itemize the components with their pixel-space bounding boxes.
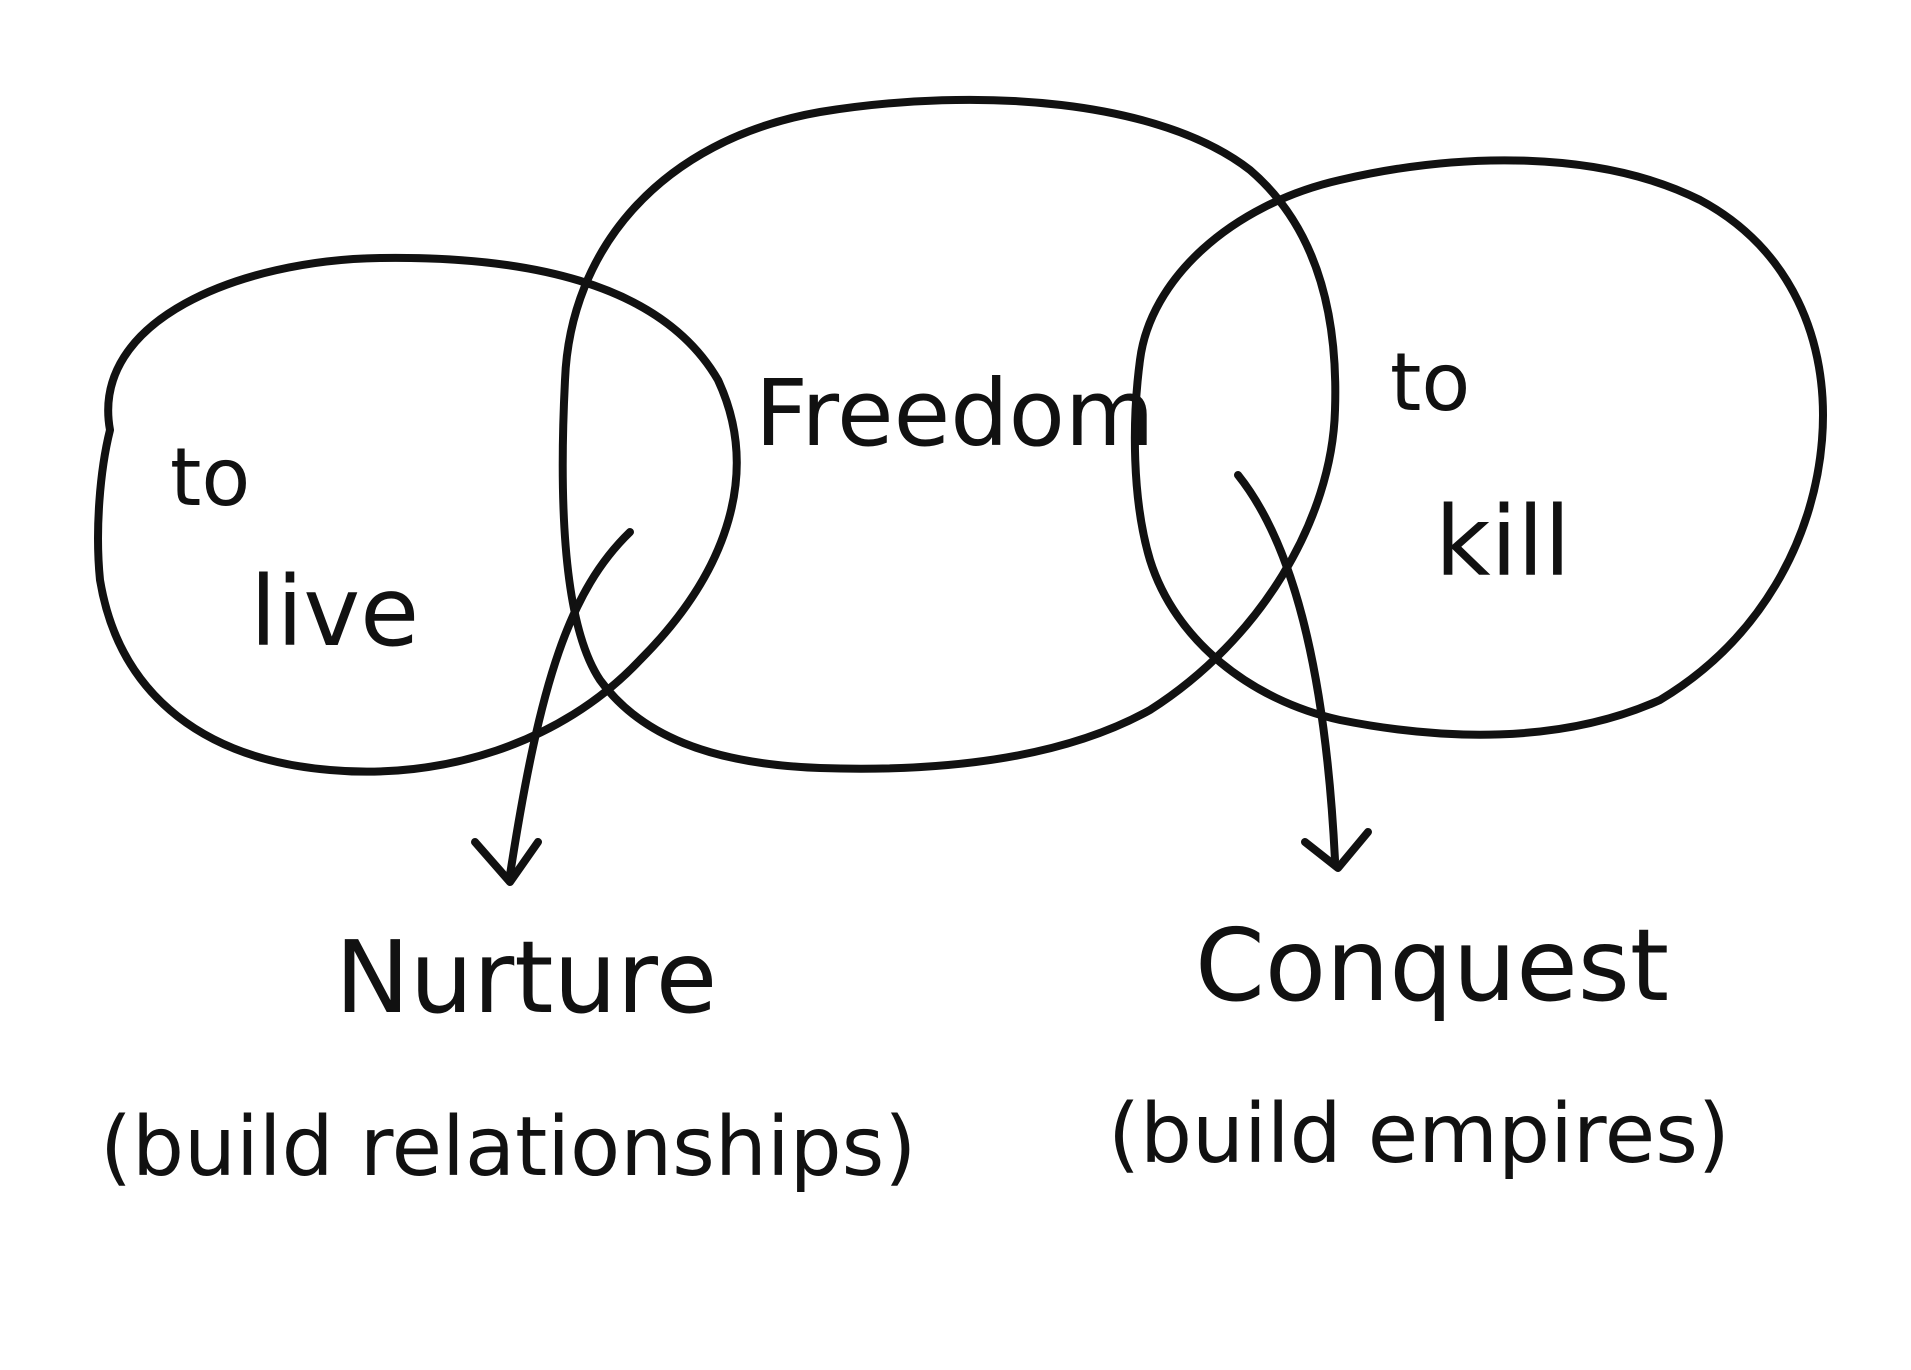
label-nurture: Nurture bbox=[335, 919, 717, 1036]
arrow-to-nurture bbox=[506, 528, 634, 879]
label-conquest: Conquest bbox=[1195, 907, 1669, 1024]
circle-to-live bbox=[94, 253, 741, 776]
arrow-to-conquest bbox=[1234, 471, 1339, 864]
label-freedom: Freedom bbox=[755, 360, 1155, 467]
circle-freedom bbox=[558, 95, 1340, 773]
label-to-kill: kill bbox=[1435, 486, 1571, 598]
label-to-live-prefix: to bbox=[170, 431, 250, 524]
arrow-head-conquest bbox=[1301, 828, 1372, 872]
label-build-relationships: (build relationships) bbox=[100, 1100, 916, 1195]
label-to-kill-prefix: to bbox=[1390, 336, 1470, 429]
circle-to-kill bbox=[1130, 156, 1827, 739]
label-to-live: live bbox=[250, 556, 419, 668]
label-build-empires: (build empires) bbox=[1108, 1087, 1730, 1182]
arrow-head-nurture bbox=[471, 838, 542, 886]
